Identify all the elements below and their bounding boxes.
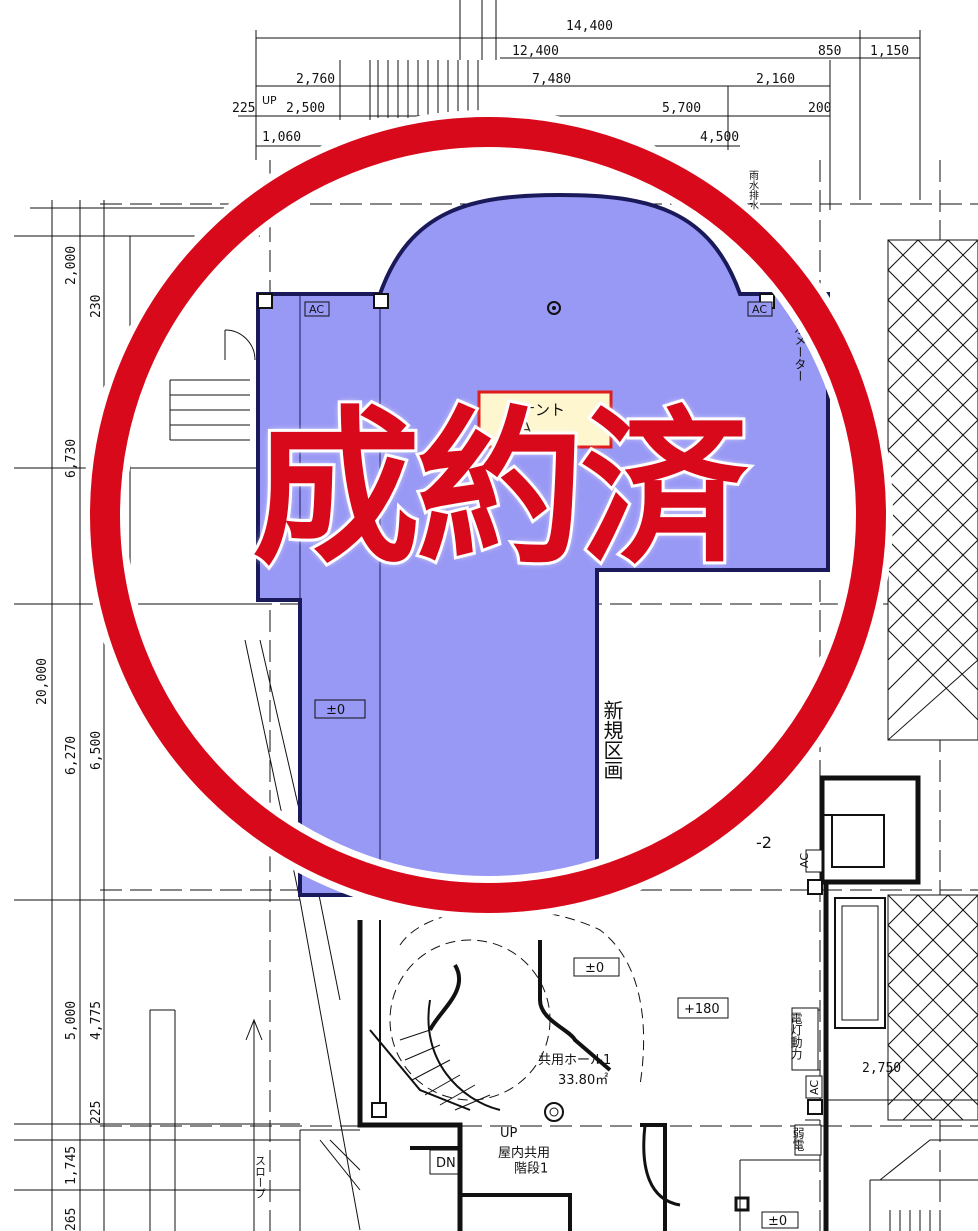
ac-tag bbox=[304, 301, 330, 317]
left-side-walls bbox=[169, 329, 361, 1231]
dim-2500: 2,500 bbox=[286, 101, 325, 116]
power-meter-label: 電灯動力 bbox=[789, 1012, 803, 1061]
tenant-label-box bbox=[477, 390, 613, 449]
dim-14400: 14,400 bbox=[566, 19, 613, 34]
top-annotation-label: 雨水排水 bbox=[747, 170, 759, 210]
dim-4775: 4,775 bbox=[89, 1001, 104, 1040]
lower-common-area bbox=[299, 908, 820, 1231]
ramp-arrow bbox=[245, 1018, 263, 1231]
dim-230: 230 bbox=[89, 295, 104, 318]
stamp-text: 成約済 bbox=[249, 391, 751, 587]
dim-1150: 1,150 bbox=[870, 44, 909, 59]
weak-current-label: 弱電 bbox=[791, 1127, 805, 1151]
right-crosshatch-bottom bbox=[887, 894, 978, 1121]
dim-2750: 2,750 bbox=[862, 1061, 901, 1076]
elevator-core bbox=[819, 775, 978, 1231]
shared-hall-area: 33.80㎡ bbox=[558, 1073, 608, 1088]
unit-suffix-label: -2 bbox=[756, 833, 772, 852]
dim-265: 265 bbox=[64, 1208, 79, 1231]
stamp-ring bbox=[90, 117, 886, 913]
stair-dn-label: DN bbox=[436, 1156, 456, 1171]
slope-label: スロープ bbox=[254, 1155, 267, 1199]
left-dimension-lines bbox=[14, 200, 300, 1231]
stamp bbox=[83, 110, 893, 920]
dim-2000: 2,000 bbox=[64, 246, 79, 285]
level-label: ±0 bbox=[768, 1214, 787, 1229]
dim-200: 200 bbox=[808, 101, 831, 116]
dim-2760: 2,760 bbox=[296, 72, 335, 87]
ac-label: AC bbox=[752, 303, 767, 316]
level-label: ±0 bbox=[585, 961, 604, 976]
dim-5700: 5,700 bbox=[662, 101, 701, 116]
dim-2160: 2,160 bbox=[756, 72, 795, 87]
dim-12400: 12,400 bbox=[512, 44, 559, 59]
dim-6270: 6,270 bbox=[64, 736, 79, 775]
ac-label: AC bbox=[798, 853, 811, 868]
dim-225: 225 bbox=[232, 101, 255, 116]
dim-6730: 6,730 bbox=[64, 439, 79, 478]
dim-1745: 1,745 bbox=[64, 1146, 79, 1185]
dim-20000: 20,000 bbox=[35, 658, 50, 705]
new-area-label: 新規区画 bbox=[600, 700, 624, 780]
level-label: +180 bbox=[684, 1002, 720, 1017]
dim-6500: 6,500 bbox=[89, 731, 104, 770]
ac-tag bbox=[747, 301, 773, 317]
up-label: UP bbox=[262, 94, 277, 107]
tag-boxes bbox=[371, 849, 823, 1229]
dim-7480: 7,480 bbox=[532, 72, 571, 87]
ac-label: AC bbox=[309, 303, 324, 316]
dim-225-left: 225 bbox=[89, 1101, 104, 1124]
stair-up-label: UP bbox=[500, 1126, 518, 1141]
dim-5000: 5,000 bbox=[64, 1001, 79, 1040]
tenant-area bbox=[256, 192, 830, 897]
shared-hall-name: 共用ホール1 bbox=[538, 1053, 611, 1068]
level-label: ±0 bbox=[326, 703, 345, 718]
stair-name-label: 屋内共用階段1 bbox=[498, 1145, 550, 1177]
stair-hatch-top bbox=[377, 60, 479, 118]
dim-1060: 1,060 bbox=[262, 130, 301, 145]
dim-4500: 4,500 bbox=[700, 130, 739, 145]
ac-label: AC bbox=[808, 1080, 821, 1095]
right-crosshatch-top bbox=[887, 239, 978, 741]
dim-850: 850 bbox=[818, 44, 841, 59]
level-tag bbox=[314, 699, 366, 719]
